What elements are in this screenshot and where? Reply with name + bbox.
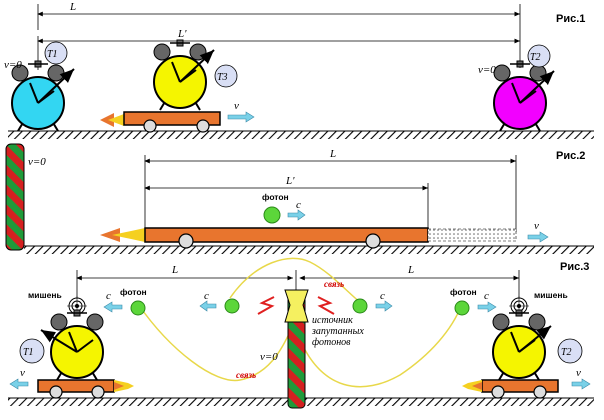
- ground: [8, 131, 594, 139]
- badge-t1-label: T1: [23, 347, 34, 358]
- dimension-L-right-label: L: [407, 264, 414, 276]
- photon-speed-label: c: [106, 290, 111, 302]
- exhaust-flame: [100, 228, 120, 242]
- badge-t3: [214, 64, 238, 88]
- exhaust-flame: [100, 113, 114, 127]
- photon-speed-label: c: [484, 290, 489, 302]
- clock-t1: [40, 309, 104, 381]
- badge-t1: [19, 338, 45, 364]
- photon-icon: [454, 300, 470, 316]
- photon-icon: [352, 298, 368, 314]
- badge-t1-label: T1: [47, 49, 58, 60]
- photon-arrow-left: [199, 300, 217, 312]
- cart-contracted-part: [427, 228, 517, 242]
- badge-t2: [527, 44, 551, 68]
- stationary-pole: [5, 143, 25, 251]
- entanglement-link-top: [229, 257, 363, 305]
- figure-3: Рис.3 L L связь связь источник запутанны…: [8, 257, 594, 409]
- source-label-3: фотонов: [312, 337, 351, 348]
- photon-speed-label: c: [380, 290, 385, 302]
- photon-speed-label: c: [296, 199, 301, 211]
- dimension-L-left-label: L: [171, 264, 178, 276]
- cart-wheel: [533, 385, 547, 399]
- target-label-left: мишень: [28, 290, 62, 300]
- dimension-L-label: L: [69, 1, 76, 13]
- velocity-arrow: [227, 111, 255, 123]
- figure-1: Рис.1 L L' T1 v=0: [4, 1, 594, 139]
- clock-t1: [11, 60, 75, 132]
- cart-wheel: [49, 385, 63, 399]
- photon-speed-label: c: [204, 290, 209, 302]
- speed-zero-label: v=0: [28, 156, 46, 168]
- velocity-arrow-left: [9, 378, 29, 390]
- speed-zero-label: v=0: [260, 351, 278, 363]
- source-label-2: запутанных: [311, 326, 364, 337]
- entanglement-link-left: [137, 303, 297, 382]
- cart-wheel: [491, 385, 505, 399]
- cart-wheel: [196, 119, 210, 133]
- link-label-bottom: связь: [236, 370, 256, 380]
- clock-t2: [492, 309, 552, 381]
- photon-label: фотон: [262, 192, 289, 202]
- photon-icon: [263, 206, 281, 224]
- cart-t1: [37, 379, 134, 399]
- cart-wheel: [365, 233, 381, 249]
- target-label-right: мишень: [534, 290, 568, 300]
- badge-t3-label: T3: [217, 72, 228, 83]
- entanglement-link-right: [295, 303, 463, 388]
- link-label-top: связь: [324, 279, 344, 289]
- target-left-icon: [67, 296, 87, 316]
- photon-arrow-right: [375, 300, 393, 312]
- cart-wheel: [91, 385, 105, 399]
- photon-arrow-right: [477, 301, 497, 313]
- figure-3-title: Рис.3: [560, 261, 589, 273]
- figure-2: Рис.2 v=0 L L' фотон c v: [5, 143, 594, 254]
- photon-label-left: фотон: [120, 287, 147, 297]
- target-right-icon: [509, 296, 529, 316]
- badge-t1: [44, 41, 68, 65]
- velocity-arrow: [527, 231, 549, 243]
- source-label-1: источник: [312, 315, 353, 326]
- badge-t2-label: T2: [561, 347, 572, 358]
- clock-t3: [153, 39, 215, 111]
- velocity-label: v: [534, 220, 539, 232]
- velocity-arrow-right: [571, 378, 591, 390]
- cart-t3: [100, 111, 221, 133]
- figure-2-title: Рис.2: [556, 150, 585, 162]
- photon-label-right: фотон: [450, 287, 477, 297]
- cart-wheel: [178, 233, 194, 249]
- spark-right-icon: [317, 296, 335, 315]
- photon-arrow: [287, 209, 306, 221]
- cart-wheel: [143, 119, 157, 133]
- spark-left-icon: [257, 296, 275, 315]
- photon-icon: [130, 300, 146, 316]
- badge-t2-label: T2: [530, 52, 541, 63]
- photon-arrow-left: [103, 301, 123, 313]
- ground: [24, 246, 594, 254]
- photon-source-icon: [284, 289, 309, 323]
- speed-zero-label-2: v=0: [478, 64, 496, 76]
- cart-t2: [462, 379, 559, 399]
- figure-1-title: Рис.1: [556, 13, 585, 25]
- velocity-label: v: [234, 100, 239, 112]
- speed-zero-label: v=0: [4, 59, 22, 71]
- dimension-L-prime-label: L': [177, 28, 187, 40]
- dimension-L-label: L: [329, 148, 336, 160]
- clock-t2: [493, 60, 555, 132]
- badge-t2: [557, 338, 583, 364]
- velocity-label-right: v: [576, 367, 581, 379]
- velocity-label-left: v: [20, 367, 25, 379]
- dimension-L-prime-label: L': [285, 175, 295, 187]
- photon-icon: [224, 298, 240, 314]
